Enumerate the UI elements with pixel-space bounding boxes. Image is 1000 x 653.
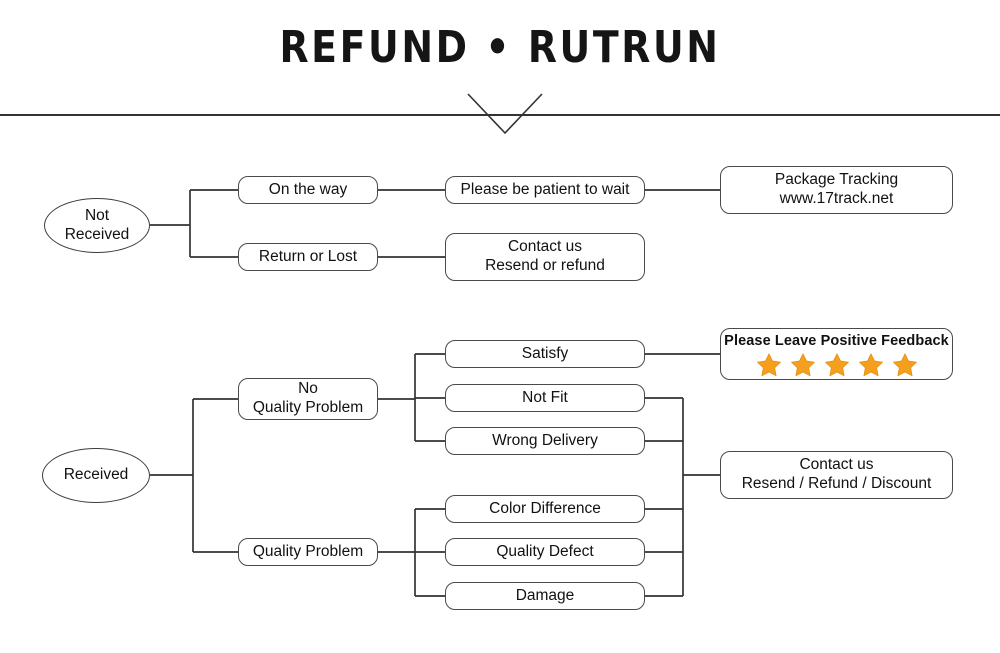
node-on-the-way-label: On the way xyxy=(268,180,348,198)
star-icon[interactable] xyxy=(824,352,850,378)
node-wrong-delivery[interactable]: Wrong Delivery xyxy=(445,427,645,455)
star-icon[interactable] xyxy=(858,352,884,378)
node-package-tracking-line2: www.17track.net xyxy=(779,190,894,207)
node-contact-us-line2: Resend or refund xyxy=(485,257,605,274)
node-satisfy-label: Satisfy xyxy=(521,344,569,362)
node-package-tracking-line1: Package Tracking xyxy=(774,171,899,189)
node-contact-us-line1: Contact us xyxy=(507,238,583,256)
node-contact-discount-line1: Contact us xyxy=(799,456,874,474)
node-received[interactable]: Received xyxy=(42,448,150,503)
node-not-received-line2: Received xyxy=(64,225,130,243)
node-damage-label: Damage xyxy=(515,586,575,604)
node-please-be-patient[interactable]: Please be patient to wait xyxy=(445,176,645,204)
node-satisfy[interactable]: Satisfy xyxy=(445,340,645,368)
node-received-label: Received xyxy=(63,466,129,484)
node-return-or-lost-label: Return or Lost xyxy=(258,247,358,265)
node-please-be-patient-label: Please be patient to wait xyxy=(460,180,630,198)
node-color-difference[interactable]: Color Difference xyxy=(445,495,645,523)
node-not-fit-label: Not Fit xyxy=(522,388,568,406)
feedback-label: Please Leave Positive Feedback xyxy=(724,333,949,349)
node-not-fit[interactable]: Not Fit xyxy=(445,384,645,412)
node-return-or-lost[interactable]: Return or Lost xyxy=(238,243,378,271)
page-title: REFUND • RUTRUN xyxy=(279,22,721,73)
node-not-received-line1: Not xyxy=(84,206,110,224)
node-quality-defect[interactable]: Quality Defect xyxy=(445,538,645,566)
node-package-tracking[interactable]: Package Tracking www.17track.net xyxy=(720,166,953,214)
node-contact-discount-line2: Resend / Refund / Discount xyxy=(741,475,932,492)
node-on-the-way[interactable]: On the way xyxy=(238,176,378,204)
star-icon[interactable] xyxy=(756,352,782,378)
node-no-quality-problem[interactable]: No Quality Problem xyxy=(238,378,378,420)
node-wrong-delivery-label: Wrong Delivery xyxy=(492,431,598,449)
node-quality-problem[interactable]: Quality Problem xyxy=(238,538,378,566)
star-icon[interactable] xyxy=(892,352,918,378)
node-quality-problem-label: Quality Problem xyxy=(252,542,364,560)
chevron-down-icon xyxy=(467,93,543,135)
node-damage[interactable]: Damage xyxy=(445,582,645,610)
node-contact-us-resend-refund[interactable]: Contact us Resend or refund xyxy=(445,233,645,281)
node-not-received[interactable]: Not Received xyxy=(44,198,150,253)
node-no-quality-problem-line2: Quality Problem xyxy=(252,399,364,416)
node-leave-positive-feedback[interactable]: Please Leave Positive Feedback xyxy=(720,328,953,380)
node-no-quality-problem-line1: No xyxy=(298,380,318,398)
star-icon[interactable] xyxy=(790,352,816,378)
node-quality-defect-label: Quality Defect xyxy=(496,542,594,560)
star-rating[interactable] xyxy=(756,352,918,378)
node-color-difference-label: Color Difference xyxy=(489,499,601,517)
node-contact-us-resend-refund-discount[interactable]: Contact us Resend / Refund / Discount xyxy=(720,451,953,499)
